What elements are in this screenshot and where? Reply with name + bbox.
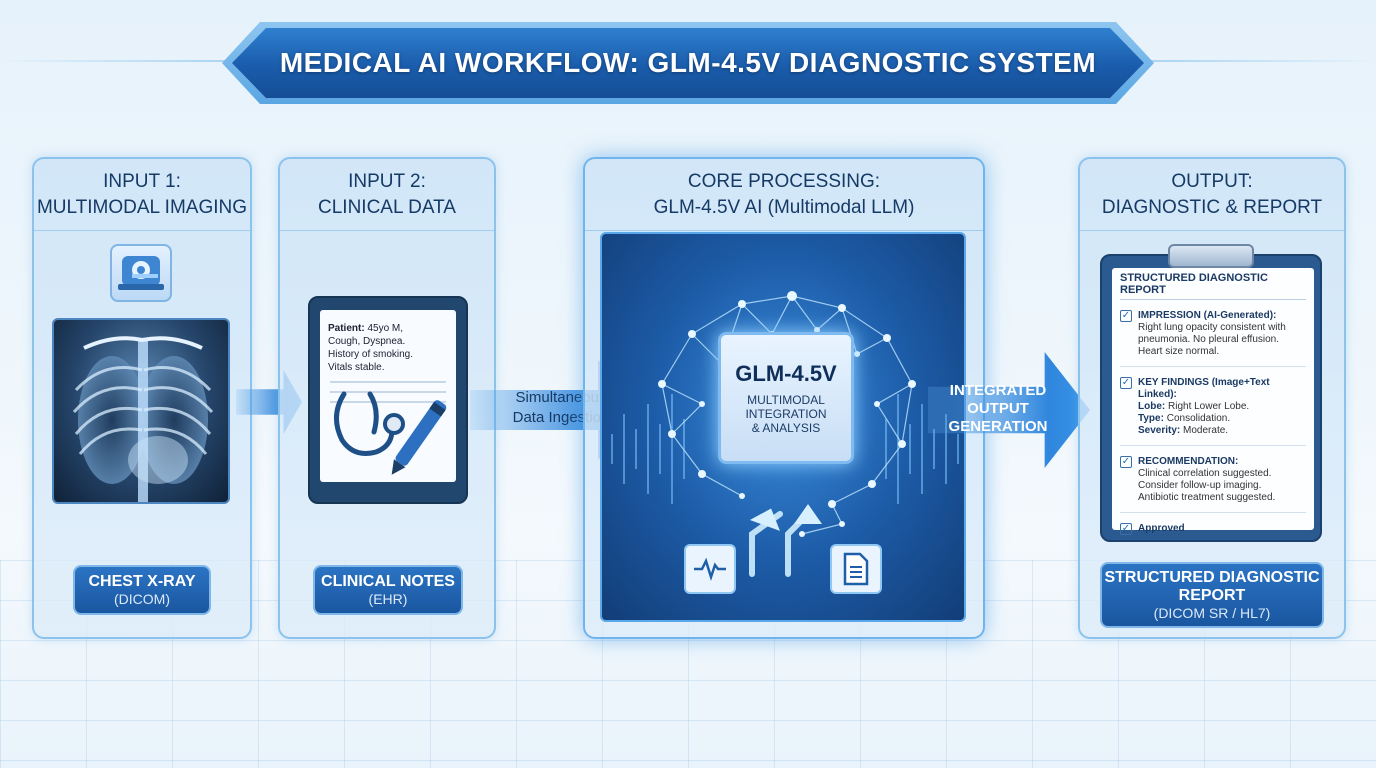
- impression-heading: IMPRESSION (AI-Generated):: [1138, 310, 1277, 321]
- tablet-screen: Patient: 45yo M, Cough, Dyspnea. History…: [320, 310, 456, 482]
- rec-line3: Antibiotic treatment suggested.: [1138, 492, 1276, 503]
- severity-value: Moderate.: [1183, 425, 1229, 436]
- lobe-value: Right Lower Lobe.: [1168, 401, 1250, 412]
- input2-footer-line1: CLINICAL NOTES: [321, 573, 455, 590]
- report-approved: ✓ Approved: [1120, 523, 1306, 535]
- output-title-line2: DIAGNOSTIC & REPORT: [1101, 196, 1323, 218]
- report-impression: ✓ IMPRESSION (AI-Generated): Right lung …: [1120, 310, 1306, 358]
- input1-footer-tag: CHEST X-RAY (DICOM): [73, 565, 211, 615]
- chip-line3: & ANALYSIS: [751, 421, 821, 435]
- stethoscope-pen-icon: [330, 381, 447, 475]
- report-findings: ✓ KEY FINDINGS (Image+Text Linked): Lobe…: [1120, 377, 1306, 437]
- recommendation-heading: RECOMMENDATION:: [1138, 456, 1239, 467]
- report-divider: [1120, 366, 1306, 367]
- core-title-line2: GLM-4.5V AI (Multimodal LLM): [653, 196, 915, 218]
- output-footer-line1: STRUCTURED DIAGNOSTIC: [1104, 569, 1320, 586]
- chip-line1: MULTIMODAL: [747, 393, 825, 407]
- checkbox-icon: ✓: [1120, 523, 1132, 535]
- report-title: STRUCTURED DIAGNOSTIC REPORT: [1120, 268, 1306, 300]
- output-label-line1: INTEGRATED: [949, 382, 1047, 399]
- structured-report-sheet: STRUCTURED DIAGNOSTIC REPORT ✓ IMPRESSIO…: [1112, 268, 1314, 535]
- output-arrow-label: INTEGRATED OUTPUT GENERATION: [938, 382, 1058, 436]
- output-title-line1: OUTPUT:: [1171, 170, 1253, 192]
- clipboard-clip: [1168, 244, 1254, 268]
- input1-footer-line1: CHEST X-RAY: [88, 573, 196, 590]
- impression-line1: Right lung opacity consistent with: [1138, 322, 1286, 333]
- neural-network-graphic: [611, 291, 959, 577]
- report-recommendation: ✓ RECOMMENDATION: Clinical correlation s…: [1120, 456, 1306, 504]
- heartbeat-icon: [684, 544, 736, 594]
- output-label-line3: GENERATION: [948, 418, 1048, 435]
- report-divider: [1120, 512, 1306, 513]
- input1-header: INPUT 1: MULTIMODAL IMAGING: [34, 159, 250, 231]
- input2-header: INPUT 2: CLINICAL DATA: [280, 159, 494, 231]
- checkbox-icon: ✓: [1120, 456, 1132, 468]
- core-ai-screen: GLM-4.5V MULTIMODAL INTEGRATION & ANALYS…: [600, 232, 966, 622]
- rec-line1: Clinical correlation suggested.: [1138, 468, 1272, 479]
- input2-footer-tag: CLINICAL NOTES (EHR): [313, 565, 463, 615]
- core-title-line1: CORE PROCESSING:: [687, 170, 881, 192]
- report-divider: [1120, 445, 1306, 446]
- output-footer-line2: REPORT: [1178, 587, 1246, 604]
- input1-title-line1: INPUT 1:: [103, 170, 181, 192]
- input1-title-line2: MULTIMODAL IMAGING: [36, 196, 248, 218]
- core-header: CORE PROCESSING: GLM-4.5V AI (Multimodal…: [585, 159, 983, 231]
- input1-footer-line2: (DICOM): [114, 591, 170, 607]
- impression-line3: Heart size normal.: [1138, 346, 1220, 357]
- checkbox-icon: ✓: [1120, 377, 1132, 389]
- chip-title: GLM-4.5V: [735, 361, 837, 386]
- clinical-tablet: Patient: 45yo M, Cough, Dyspnea. History…: [308, 296, 468, 504]
- type-label: Type:: [1138, 413, 1164, 424]
- output-header: OUTPUT: DIAGNOSTIC & REPORT: [1080, 159, 1344, 231]
- chip-line2: INTEGRATION: [745, 407, 827, 421]
- approved-label: Approved: [1138, 523, 1185, 534]
- output-footer-tag: STRUCTURED DIAGNOSTIC REPORT (DICOM SR /…: [1100, 562, 1324, 628]
- title-banner: MEDICAL AI WORKFLOW: GLM-4.5V DIAGNOSTIC…: [232, 28, 1144, 98]
- clinical-notes-text: Patient: 45yo M, Cough, Dyspnea. History…: [328, 322, 452, 374]
- notes-patient-label: Patient:: [328, 323, 365, 334]
- notes-patient: 45yo M,: [367, 323, 404, 334]
- output-label-line2: OUTPUT: [967, 400, 1029, 417]
- document-icon: [830, 544, 882, 594]
- impression-line2: pneumonia. No pleural effusion.: [1138, 334, 1280, 345]
- input2-title-line2: CLINICAL DATA: [318, 196, 456, 218]
- mri-scanner-icon: [110, 244, 172, 302]
- type-value: Consolidation.: [1166, 413, 1231, 424]
- notes-line2: Cough, Dyspnea.: [328, 336, 406, 347]
- notes-line4: Vitals stable.: [328, 362, 385, 373]
- findings-heading: KEY FINDINGS (Image+Text Linked):: [1138, 377, 1270, 400]
- output-footer-line3: (DICOM SR / HL7): [1153, 605, 1271, 621]
- chest-xray-image: [52, 318, 230, 504]
- checkbox-icon: ✓: [1120, 310, 1132, 322]
- notes-line3: History of smoking.: [328, 349, 414, 360]
- glm-chip: GLM-4.5V MULTIMODAL INTEGRATION & ANALYS…: [718, 332, 854, 464]
- lobe-label: Lobe:: [1138, 401, 1166, 412]
- input2-title-line1: INPUT 2:: [348, 170, 426, 192]
- rec-line2: Consider follow-up imaging.: [1138, 480, 1262, 491]
- severity-label: Severity:: [1138, 425, 1181, 436]
- page-title: MEDICAL AI WORKFLOW: GLM-4.5V DIAGNOSTIC…: [279, 47, 1097, 78]
- input2-footer-line2: (EHR): [368, 591, 408, 607]
